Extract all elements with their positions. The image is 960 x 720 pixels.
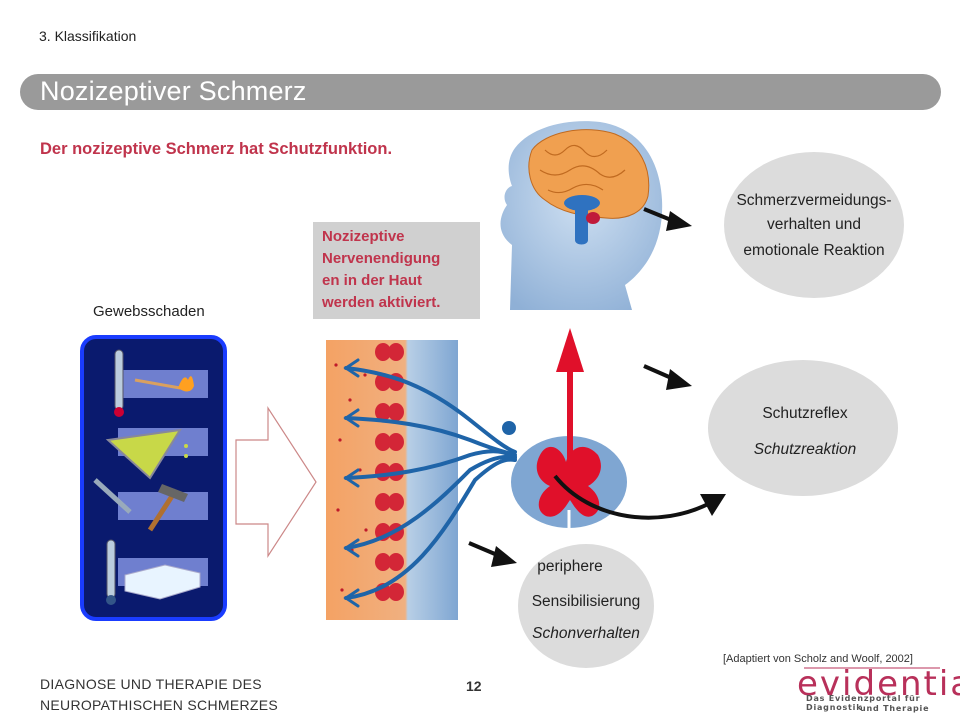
brain-outcome-line-1: Schmerzvermeidungs- — [736, 192, 892, 209]
nerve-note-line-2: Nervenendigung — [322, 250, 441, 267]
ascending-arrow-icon — [556, 328, 584, 372]
nerve-note-line-4: werden aktiviert. — [322, 294, 441, 311]
logo-tagline-1: Das Evidenzportal für Diagnostik — [806, 694, 921, 712]
arrow-to-reflex-icon — [666, 369, 692, 390]
evidentia-logo: evidentia — [797, 664, 960, 704]
reflex-outcome-line-2: Schutzreaktion — [753, 441, 857, 458]
tissue-damage-panel — [80, 335, 227, 621]
reflex-outcome-line-1: Schutzreflex — [762, 405, 848, 422]
brain-outcome-line-2: verhalten und — [767, 216, 861, 233]
footer-line-1: DIAGNOSE UND THERAPIE DES — [40, 676, 262, 692]
tissue-damage-label: Gewebsschaden — [93, 303, 205, 320]
page-title: Nozizeptiver Schmerz — [40, 76, 307, 106]
citation: [Adaptiert von Scholz and Woolf, 2002] — [723, 653, 913, 665]
nerve-note-line-1: Nozizeptive — [322, 228, 405, 245]
arrow-to-brain-outcome-icon — [666, 211, 692, 231]
skin-tissue-illustration — [326, 340, 458, 620]
peripheral-outcome-ellipse — [518, 544, 654, 668]
section-label: 3. Klassifikation — [39, 28, 137, 44]
peripheral-outcome-line-2: Sensibilisierung — [531, 593, 641, 610]
brain-outcome-ellipse — [724, 152, 904, 298]
nerve-fibers — [343, 358, 517, 608]
title-bar — [20, 74, 941, 110]
subtitle: Der nozizeptive Schmerz hat Schutzfunkti… — [40, 140, 393, 158]
page-number: 12 — [466, 678, 482, 694]
head-illustration — [500, 121, 663, 310]
outcome-arrows — [468, 207, 692, 567]
brain-outcome-line-3: emotionale Reaktion — [743, 242, 885, 259]
nerve-ending-note-box — [313, 222, 480, 319]
reflex-arrow-icon — [700, 494, 726, 516]
reflex-pathway — [553, 474, 713, 520]
dorsal-ganglion — [502, 421, 516, 435]
reflex-outcome-ellipse — [708, 360, 898, 496]
logo-tagline-2: und Therapie — [860, 704, 930, 713]
arrow-to-peripheral-icon — [491, 546, 517, 567]
peripheral-outcome-line-1: periphere — [537, 558, 603, 575]
transition-arrow-icon — [235, 405, 317, 559]
nerve-note-line-3: en in der Haut — [322, 272, 423, 289]
footer-line-2: NEUROPATHISCHEN SCHMERZES — [40, 697, 279, 713]
peripheral-outcome-line-3: Schonverhalten — [532, 625, 640, 642]
